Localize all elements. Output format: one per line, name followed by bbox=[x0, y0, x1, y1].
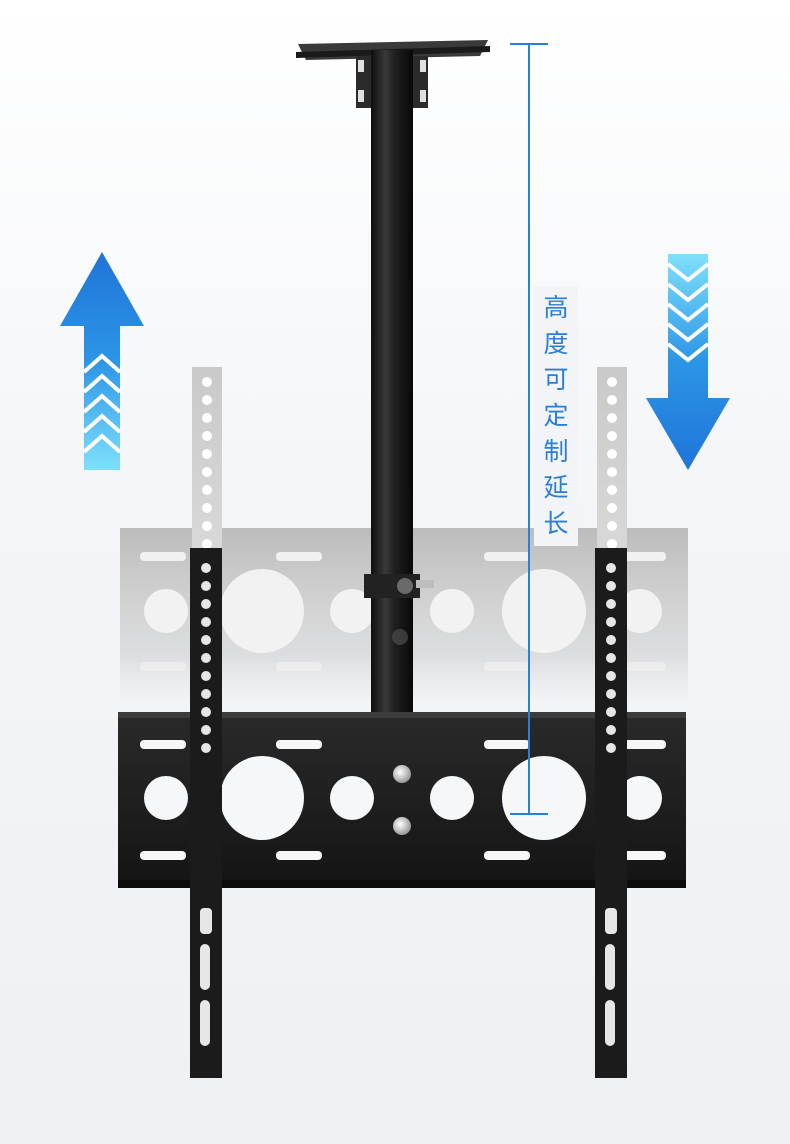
pole-clamp bbox=[364, 574, 434, 645]
ghost-rail-right bbox=[597, 367, 627, 557]
arrow-up-icon bbox=[60, 252, 144, 470]
ghost-rail-left bbox=[192, 367, 222, 557]
height-customizable-label: 高度可定制延长 bbox=[534, 286, 578, 546]
rail-left bbox=[190, 548, 222, 1078]
height-dimension-line bbox=[510, 43, 548, 815]
arrow-down-icon bbox=[646, 254, 730, 470]
rail-right bbox=[595, 548, 627, 1078]
vertical-pole bbox=[371, 50, 413, 714]
